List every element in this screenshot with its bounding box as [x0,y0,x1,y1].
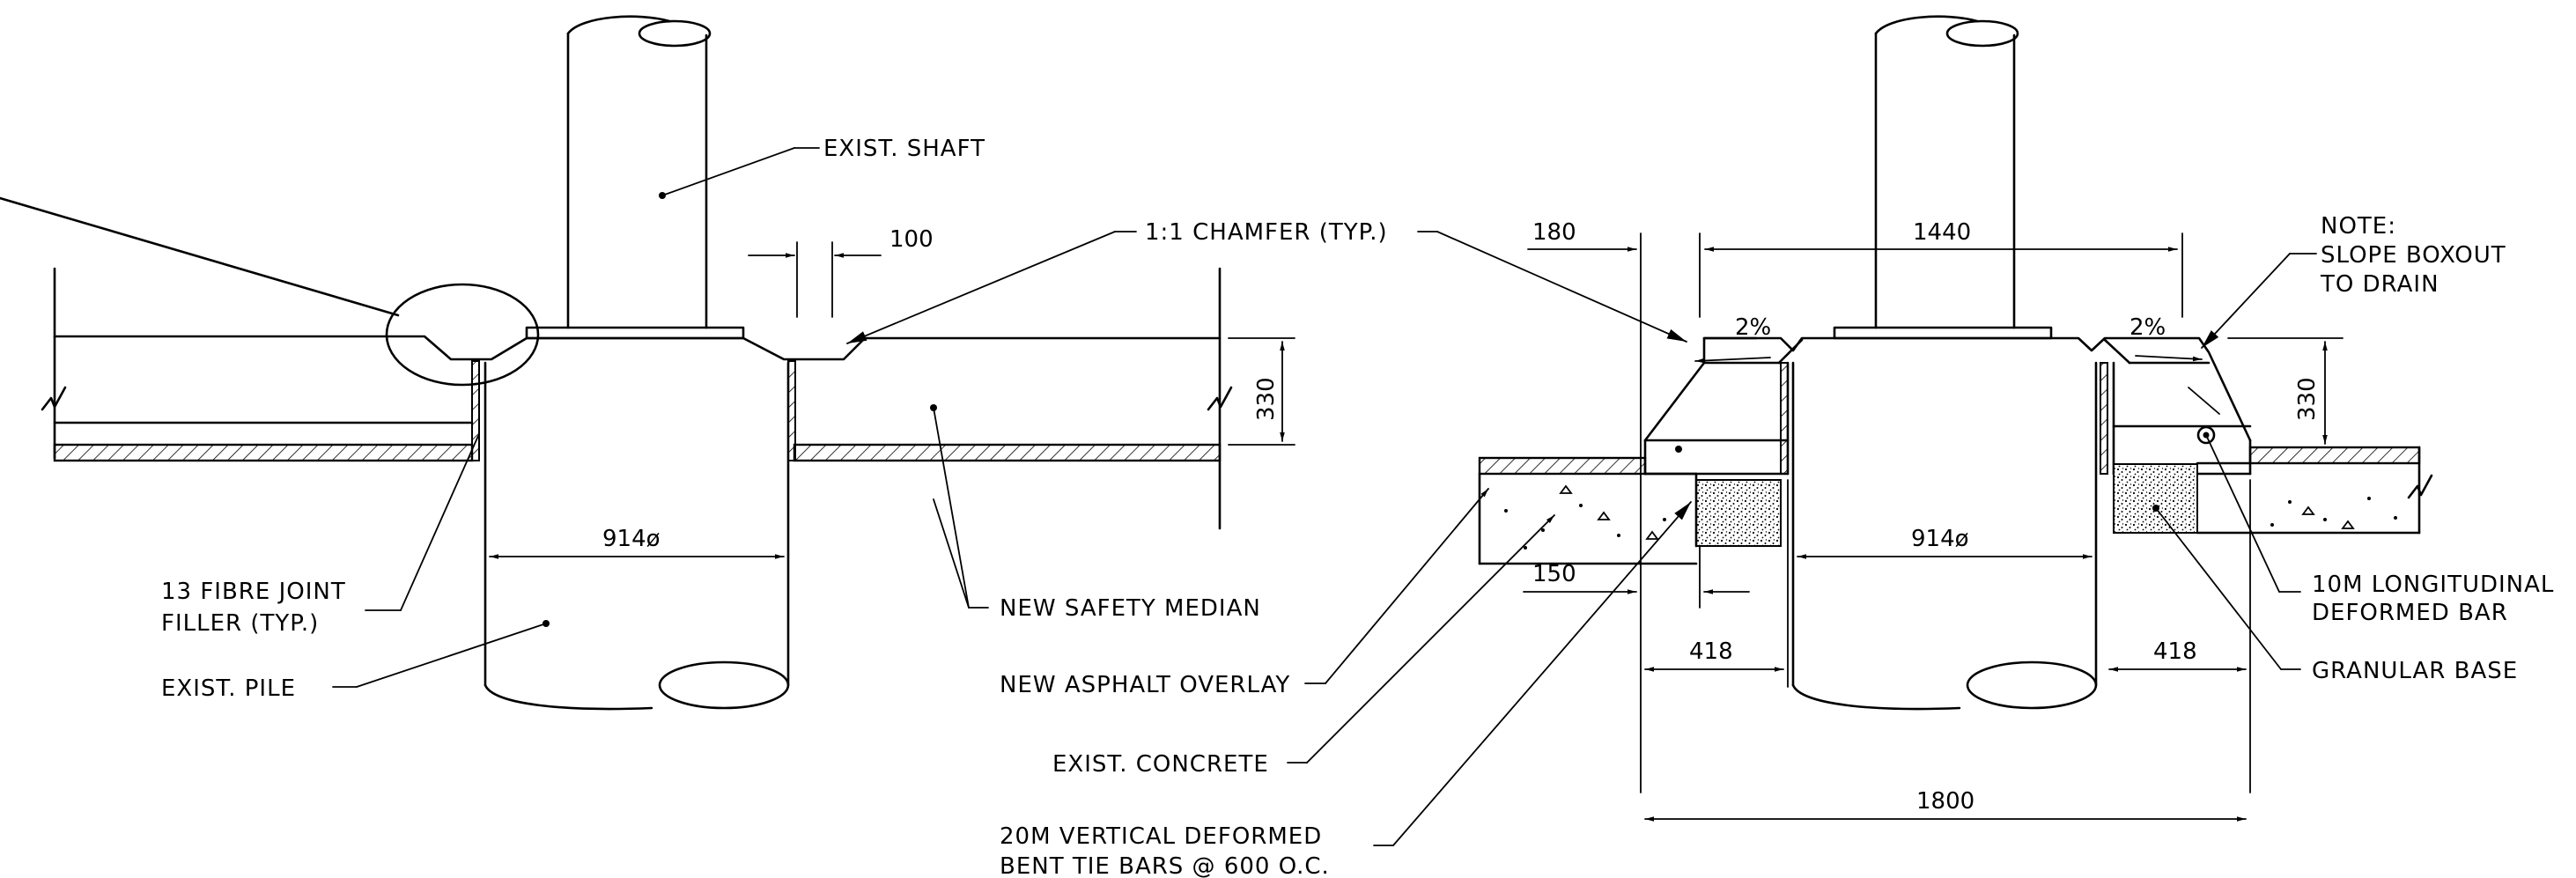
right-section-view: 2% 2% [1287,15,2433,846]
label-long-bar-1: 10M LONGITUDINAL [2312,572,2554,598]
left-section-view: 914ø 100 330 EXIST. SHAFT NEW SAFETY MED… [0,15,1295,711]
label-tie-bars-1: 20M VERTICAL DEFORMED [1000,823,1322,850]
right-offset-dim: 180 [1532,219,1576,246]
label-fibre-joint-1: 13 FIBRE JOINT [161,579,346,605]
right-side-left-dim: 418 [1689,638,1733,665]
left-diameter-dim: 914ø [602,526,661,552]
label-tie-bars-2: BENT TIE BARS @ 600 O.C. [1000,853,1330,878]
left-gap-dim: 100 [889,226,934,253]
slope-left: 2% [1735,314,1771,341]
right-diameter-dim: 914ø [1911,526,1969,552]
label-long-bar-2: DEFORMED BAR [2312,600,2508,626]
label-exist-pile: EXIST. PILE [161,675,296,702]
label-fibre-joint-2: FILLER (TYP.) [161,610,319,637]
left-height-dim: 330 [1253,377,1280,421]
right-total-dim: 1800 [1916,788,1974,815]
label-note-2: SLOPE BOXOUT [2321,242,2506,269]
label-new-asphalt-overlay: NEW ASPHALT OVERLAY [1000,672,1290,698]
label-note-3: TO DRAIN [2320,271,2439,298]
right-step-dim: 150 [1532,561,1576,587]
label-exist-shaft: EXIST. SHAFT [823,136,985,162]
label-chamfer: 1:1 CHAMFER (TYP.) [1145,219,1388,246]
slope-right: 2% [2129,314,2166,341]
label-granular-base: GRANULAR BASE [2312,658,2518,684]
label-note-1: NOTE: [2321,213,2396,240]
label-new-safety-median: NEW SAFETY MEDIAN [1000,595,1261,622]
label-exist-concrete: EXIST. CONCRETE [1052,751,1269,778]
exist-shaft [566,15,712,329]
exist-pile [483,361,790,711]
right-top-width-dim: 1440 [1913,219,1971,246]
right-height-dim: 330 [2294,377,2321,421]
right-side-right-dim: 418 [2153,638,2197,665]
